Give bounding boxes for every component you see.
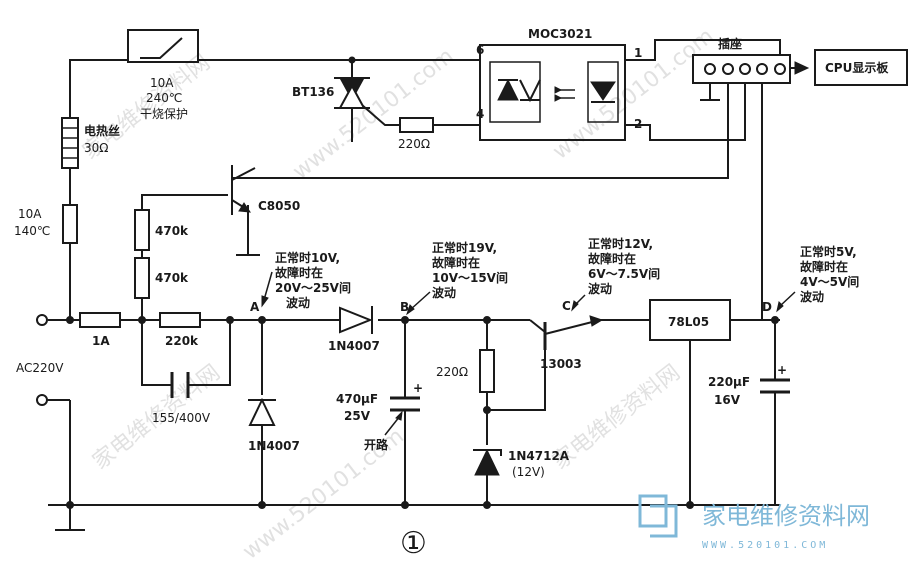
opto-pin-6: 6 [476, 43, 484, 57]
test-point-a-note: 故障时在 [275, 265, 323, 280]
optocoupler-moc3021: MOC3021 6 4 1 2 [476, 27, 642, 141]
test-point-d: D 正常时5V, 故障时在 4V～5V间 波动 [762, 244, 859, 314]
test-point-c-note: 正常时12V, [588, 236, 653, 251]
cpu-board-label: CPU显示板 [825, 60, 889, 75]
optocoupler-label: MOC3021 [528, 27, 592, 41]
test-point-c-note: 波动 [588, 281, 612, 296]
triac-label: BT136 [292, 85, 334, 99]
resistor-470k-upper: 470k [134, 209, 189, 251]
opto-pin-4: 4 [476, 107, 484, 121]
test-point-b-note: 故障时在 [432, 255, 480, 270]
test-point-b-label: B [400, 300, 409, 314]
test-point-a-note: 波动 [286, 295, 310, 310]
diode-series-1n4007: 1N4007 [328, 306, 380, 353]
test-point-c-note: 6V～7.5V间 [588, 266, 660, 281]
test-point-d-note: 正常时5V, [800, 244, 857, 259]
thermal-cutoff-rating: 10A [150, 76, 174, 90]
figure-number: ① [400, 526, 427, 561]
resistor-220k: 220k [159, 312, 201, 348]
capacitor-155-label: 155/400V [152, 411, 211, 425]
capacitor-470uf-note: 开路 [364, 437, 389, 452]
diode-shunt-1n4007: 1N4007 [248, 397, 300, 453]
resistor-470k-label: 470k [155, 224, 189, 238]
test-point-c: C 正常时12V, 故障时在 6V～7.5V间 波动 [562, 236, 660, 313]
capacitor-220uf-value: 220μF [708, 375, 750, 389]
capacitor-220uf-voltage: 16V [714, 393, 741, 407]
resistor-220-ohm: 220Ω [436, 349, 495, 393]
heater-name: 电热丝 [84, 123, 120, 138]
fuse-label: 1A [92, 334, 110, 348]
resistor-470k-label: 470k [155, 271, 189, 285]
test-point-b-note: 10V～15V间 [432, 270, 508, 285]
test-point-a-note: 正常时10V, [275, 250, 340, 265]
heater-element: 电热丝 30Ω [61, 117, 120, 169]
test-point-c-label: C [562, 299, 571, 313]
capacitor-470uf: + 470μF 25V 开路 [336, 381, 423, 452]
test-point-b-note: 波动 [432, 285, 456, 300]
zener-diode: 1N4712A (12V) [473, 448, 570, 479]
test-point-b-note: 正常时19V, [432, 240, 497, 255]
transistor-13003: 13003 [529, 315, 608, 371]
junction-dots [66, 56, 779, 509]
thermal-cutoff-top: 10A 240℃ 干烧保护 [127, 29, 199, 121]
socket-label: 插座 [718, 36, 742, 51]
zener-name: 1N4712A [508, 449, 570, 463]
test-point-a-note: 20V～25V间 [275, 280, 351, 295]
capacitor-155: 155/400V [152, 372, 211, 425]
watermark-logo: 家电维修资料网 WWW.520101.COM [638, 494, 870, 551]
regulator-label: 78L05 [668, 315, 709, 329]
resistor-470k-lower: 470k [134, 257, 189, 299]
resistor-220-label: 220Ω [436, 365, 468, 379]
diode-series-label: 1N4007 [328, 339, 380, 353]
opto-pin-2: 2 [634, 117, 642, 131]
capacitor-plus-sign: + [413, 381, 423, 395]
fuse-1a: 1A [79, 312, 121, 348]
test-point-d-note: 故障时在 [800, 259, 848, 274]
thermal-fuse-left: 10A 140℃ [14, 204, 78, 244]
thermal-fuse-rating: 10A [18, 207, 42, 221]
watermark-logo-text: 家电维修资料网 [702, 502, 870, 530]
test-point-c-note: 故障时在 [588, 251, 636, 266]
capacitor-220uf-plus: + [777, 363, 787, 377]
test-point-d-label: D [762, 300, 772, 314]
test-point-a: A 正常时10V, 故障时在 20V～25V间 波动 [250, 250, 351, 314]
triac-bt136: BT136 [292, 77, 370, 109]
zener-value: (12V) [512, 465, 545, 479]
transistor-13003-label: 13003 [540, 357, 582, 371]
diode-shunt-label: 1N4007 [248, 439, 300, 453]
thermal-cutoff-temp: 240℃ [146, 91, 182, 105]
c8050-label: C8050 [258, 199, 300, 213]
test-point-b: B 正常时19V, 故障时在 10V～15V间 波动 [400, 240, 508, 316]
gate-resistor-value: 220Ω [398, 137, 430, 151]
thermal-fuse-temp: 140℃ [14, 224, 50, 238]
heater-value: 30Ω [84, 141, 108, 155]
capacitor-220uf: + 220μF 16V [708, 363, 790, 407]
watermark-url: WWW.520101.COM [702, 540, 828, 551]
test-point-d-note: 波动 [800, 289, 824, 304]
test-point-d-note: 4V～5V间 [800, 274, 859, 289]
opto-pin-1: 1 [634, 46, 642, 60]
capacitor-470uf-value: 470μF [336, 392, 378, 406]
test-point-a-label: A [250, 300, 260, 314]
thermal-cutoff-desc: 干烧保护 [140, 107, 188, 121]
capacitor-470uf-voltage: 25V [344, 409, 371, 423]
ac-input: AC220V [16, 314, 70, 406]
wiring [48, 39, 805, 531]
resistor-220k-label: 220k [165, 334, 199, 348]
regulator-78l05: 78L05 [649, 299, 731, 341]
socket-connector: 插座 [692, 36, 810, 84]
ac-input-label: AC220V [16, 361, 64, 375]
gate-resistor: 220Ω [398, 117, 434, 151]
cpu-display-board: CPU显示板 [814, 49, 908, 86]
transistor-c8050: C8050 [231, 165, 300, 215]
